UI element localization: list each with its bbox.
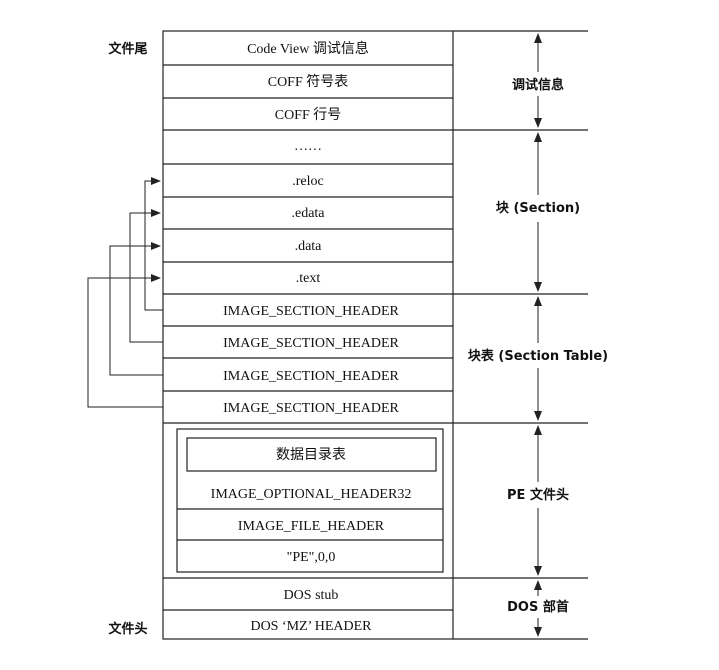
section-pointer-connectors [87,177,163,408]
row-ellipsis: …… [294,139,322,154]
region-dos-header: DOS 部首 [507,599,569,615]
file-tail-label: 文件尾 [108,41,147,57]
row-section-header-3: IMAGE_SECTION_HEADER [223,369,399,384]
pe-signature-label: "PE",0,0 [287,550,336,565]
region-debug-info: 调试信息 [512,77,564,93]
pe-header-inner-box [176,428,444,573]
connector-header4-text [87,274,163,408]
row-section-text: .text [296,271,321,286]
region-boundaries [453,30,588,640]
row-section-reloc: .reloc [292,174,323,189]
data-directory-label: 数据目录表 [276,447,346,463]
region-section-table: 块表 (Section Table) [468,348,608,364]
row-dos-mz-header: DOS ‘MZ’ HEADER [250,619,372,634]
connector-header3-data [109,242,163,376]
row-section-header-4: IMAGE_SECTION_HEADER [223,401,399,416]
row-dividers [163,64,453,611]
data-directory-box [186,437,437,472]
row-section-header-1: IMAGE_SECTION_HEADER [223,304,399,319]
row-coff-line-numbers: COFF 行号 [275,107,342,123]
file-outline [162,30,454,640]
row-section-edata: .edata [291,206,325,221]
file-header-label: IMAGE_FILE_HEADER [238,519,385,534]
row-dos-stub: DOS stub [284,588,339,603]
row-section-header-2: IMAGE_SECTION_HEADER [223,336,399,351]
region-section: 块 (Section) [496,200,580,216]
row-codeview-debug-info: Code View 调试信息 [247,40,369,57]
file-head-label: 文件头 [108,621,147,637]
optional-header-label: IMAGE_OPTIONAL_HEADER32 [211,487,412,502]
row-coff-symbol-table: COFF 符号表 [268,74,349,90]
row-section-data: .data [295,239,323,254]
region-pe-header: PE 文件头 [507,487,569,503]
